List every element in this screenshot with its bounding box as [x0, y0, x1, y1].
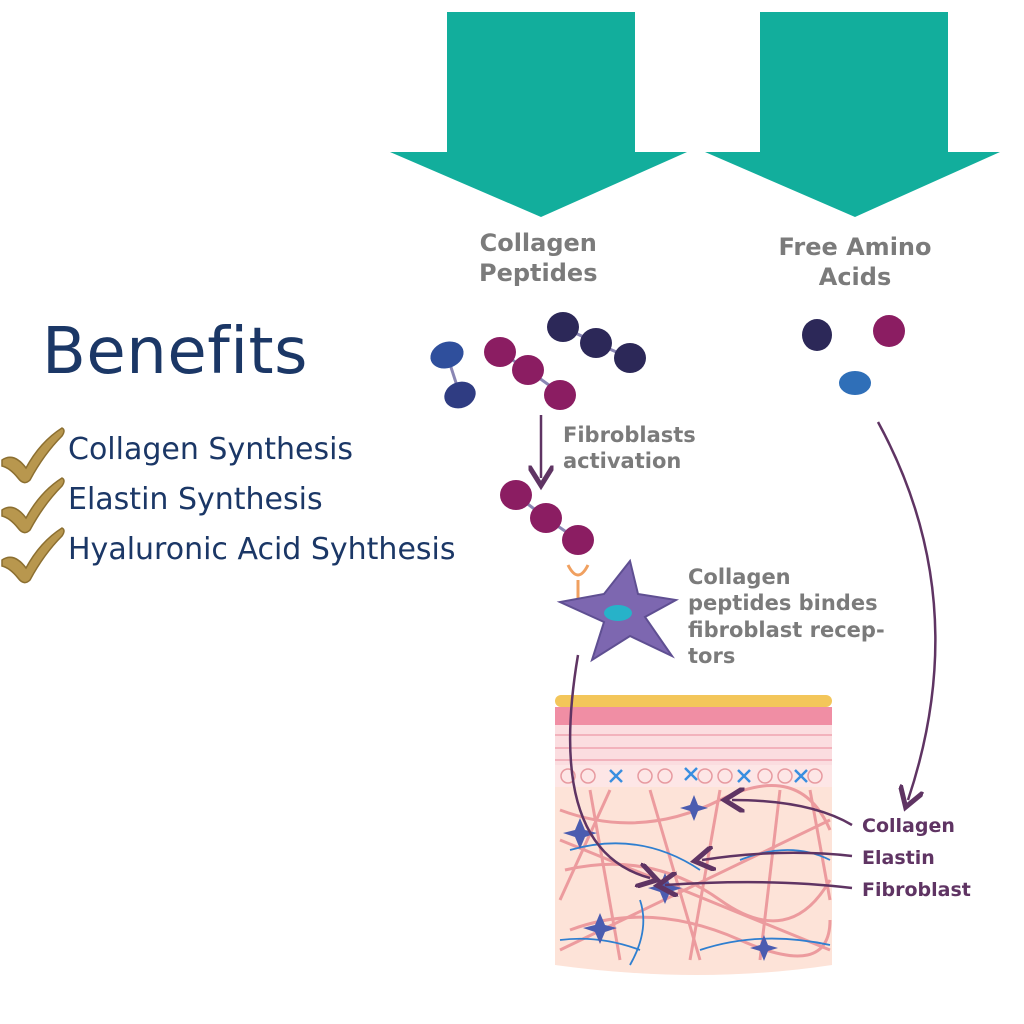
peptide-bead: [484, 337, 516, 367]
amino-acid-bead: [839, 371, 871, 395]
label-line: Peptides: [479, 259, 598, 287]
label-line: fibroblast recep-: [688, 617, 885, 642]
peptide-bead: [580, 328, 612, 358]
peptide-bead: [547, 312, 579, 342]
peptide-bead: [614, 343, 646, 373]
elastin-pointer-arrow: [702, 853, 853, 860]
collagen-pointer-arrow: [732, 800, 853, 827]
benefit-item-collagen: Collagen Synthesis: [0, 428, 520, 476]
label-line: activation: [563, 449, 682, 474]
collagen-peptide-chains: [430, 312, 646, 410]
amino-acid-to-collagen-arrow: [876, 421, 937, 800]
amino-acid-bead: [802, 319, 832, 351]
amino-acid-bead: [873, 315, 905, 347]
label-line: Collagen: [688, 565, 791, 589]
peptide-bead: [530, 503, 562, 533]
benefit-item-elastin: Elastin Synthesis: [0, 478, 520, 526]
peptide-bead: [512, 355, 544, 385]
teal-down-arrow-right: [705, 12, 1000, 217]
benefit-label: Elastin Synthesis: [68, 482, 323, 517]
skin-label-collagen: Collagen: [862, 815, 955, 837]
checkmark-icon: [1, 427, 65, 484]
peptide-bead: [430, 341, 464, 369]
receptor-binding-label: Collagen peptides bindes fibroblast rece…: [688, 564, 885, 669]
fibroblasts-activation-label: Fibroblasts activation: [563, 422, 696, 475]
fibroblast-nucleus: [604, 605, 632, 621]
fibroblast-receptor: [566, 564, 590, 598]
skin-cross-section: [555, 695, 832, 975]
benefit-label: Hyaluronic Acid Syhthesis: [68, 532, 456, 567]
peptide-bead: [544, 380, 576, 410]
teal-down-arrow-left: [390, 12, 687, 217]
collagen-peptides-label: Collagen Peptides: [479, 228, 598, 288]
free-amino-acids-label: Free Amino Acids: [775, 232, 935, 292]
label-line: Fibroblasts: [563, 423, 696, 447]
label-line: Acids: [818, 263, 892, 291]
peptide-bead: [562, 525, 594, 555]
label-line: tors: [688, 643, 736, 668]
benefit-label: Collagen Synthesis: [68, 432, 354, 467]
fibroblast-pointer-arrow: [665, 882, 853, 888]
benefit-check-icons: [1, 427, 65, 584]
peptide-bead: [500, 480, 532, 510]
label-line: peptides bindes: [688, 591, 878, 616]
peptide-bead: [444, 381, 476, 409]
activated-peptide-chain: [500, 480, 594, 555]
benefits-title: Benefits: [42, 315, 308, 389]
skin-label-fibroblast: Fibroblast: [862, 879, 971, 901]
benefit-item-hyaluronic: Hyaluronic Acid Syhthesis: [0, 528, 520, 576]
label-line: Free Amino: [778, 233, 932, 261]
peptide-to-fibroblast-arrow: [568, 654, 650, 878]
checkmark-icon: [1, 477, 65, 534]
checkmark-icon: [1, 527, 65, 584]
label-line: Collagen: [479, 229, 597, 257]
skin-label-elastin: Elastin: [862, 847, 935, 869]
free-amino-acids: [802, 315, 905, 395]
